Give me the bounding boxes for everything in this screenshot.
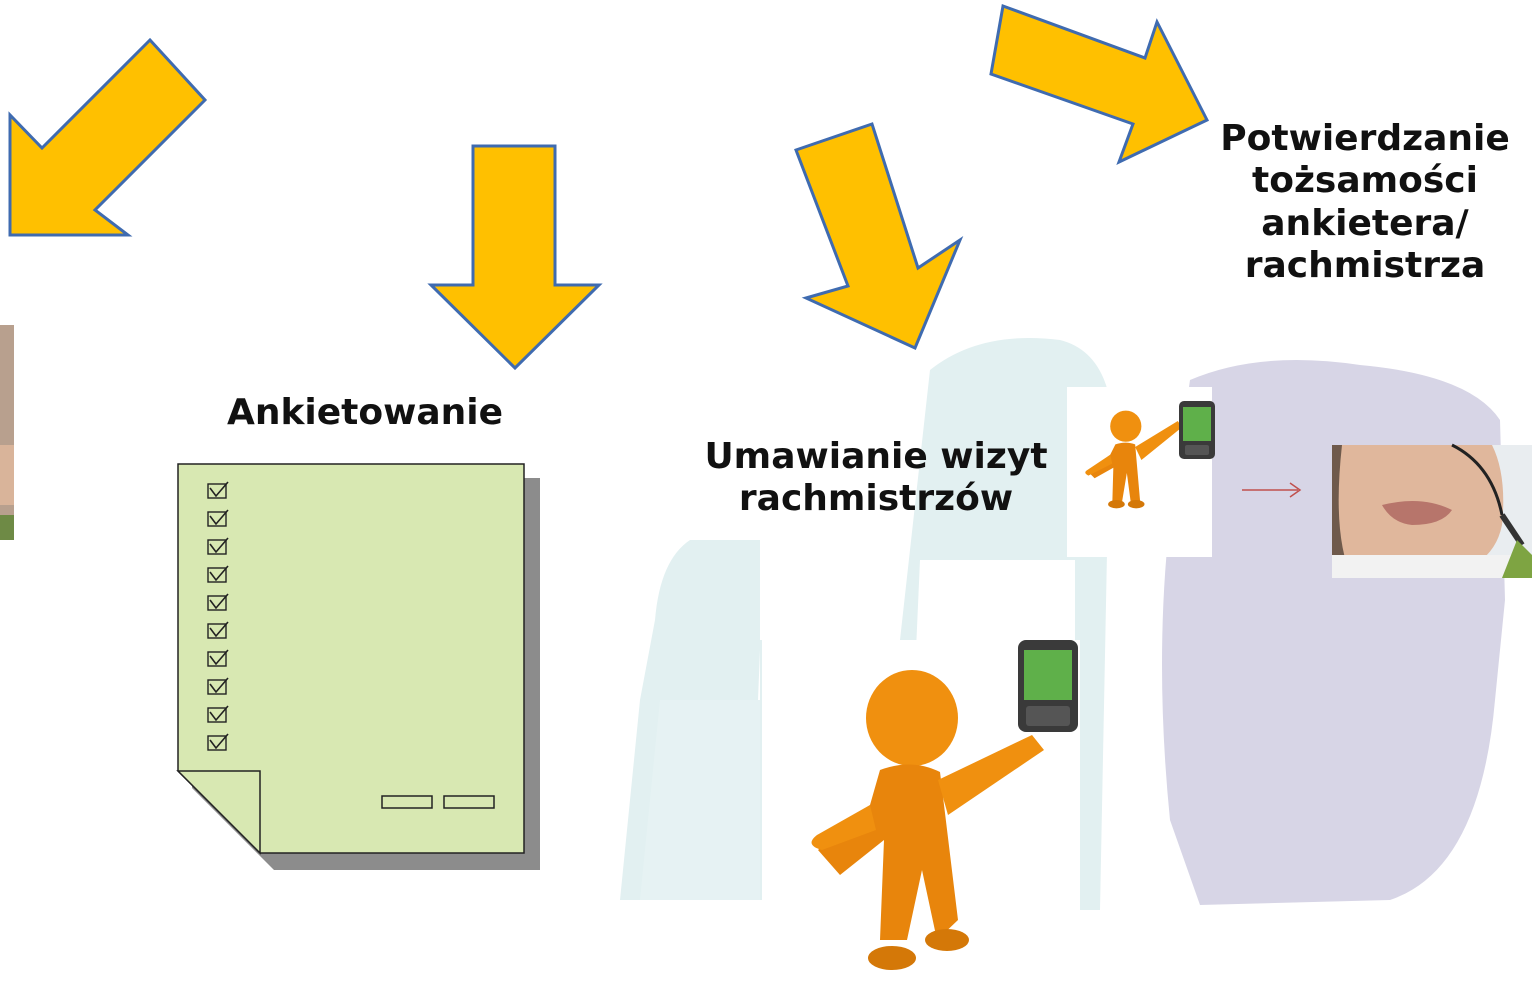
arrow-down-icon <box>425 140 605 375</box>
person-with-phone-large-icon <box>762 640 1080 983</box>
arrow-down-right-icon <box>790 120 975 355</box>
label-potwierdzanie: Potwierdzanie tożsamości ankietera/ rach… <box>1205 118 1525 288</box>
connector-arrow-icon <box>1240 480 1310 500</box>
questionnaire-form <box>172 458 552 878</box>
arrow-down-left-icon <box>0 30 215 245</box>
person-photo-fragment <box>0 325 14 540</box>
label-umawianie: Umawianie wizyt rachmistrzów <box>696 436 1056 521</box>
person-with-phone-icon <box>1067 387 1212 557</box>
headset-person-icon <box>1332 445 1532 578</box>
arrow-right-icon <box>985 0 1215 170</box>
label-ankietowanie: Ankietowanie <box>220 392 510 434</box>
